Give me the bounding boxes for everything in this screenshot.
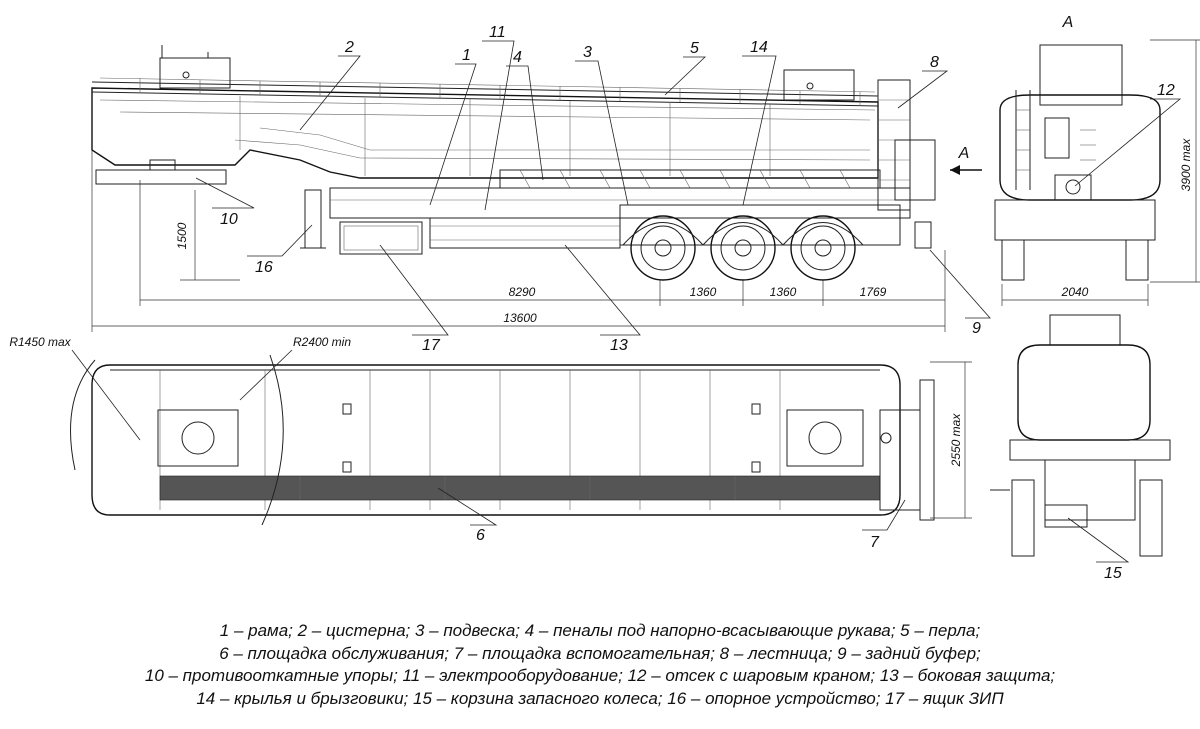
dim-1500: 1500 [175, 222, 189, 249]
callouts: 1 2 3 4 5 6 7 8 9 10 11 12 13 [195, 24, 1182, 582]
callout-12: 12 [1157, 82, 1175, 99]
top-view: 2550 max R1450 max R2400 min [9, 335, 972, 526]
dim-r2400: R2400 min [293, 335, 351, 349]
callout-10: 10 [220, 211, 238, 228]
callout-3: 3 [583, 44, 592, 61]
dim-1360-b: 1360 [770, 285, 797, 299]
legend-line-1: 1 – рама; 2 – цистерна; 3 – подвеска; 4 … [219, 621, 981, 640]
wheel-1 [630, 215, 696, 281]
callout-11: 11 [489, 24, 506, 41]
callout-13: 13 [610, 337, 628, 354]
legend-line-4: 14 – крылья и брызговики; 15 – корзина з… [196, 688, 1004, 708]
side-dimensions: 8290 1360 1360 1769 13600 1500 [91, 150, 946, 332]
callout-17: 17 [422, 337, 441, 354]
dim-13600: 13600 [503, 311, 537, 325]
wheel-2 [710, 215, 776, 281]
callout-9: 9 [972, 320, 981, 337]
service-platform-mesh [159, 475, 881, 501]
dim-8290: 8290 [509, 285, 536, 299]
legend-line-3: 10 – противооткатные упоры; 11 – электро… [144, 666, 1056, 685]
rear-view: 3900 max 2040 [994, 39, 1200, 306]
legend-line-2: 6 – площадка обслуживания; 7 – площадка … [219, 643, 981, 663]
dim-r1450: R1450 max [9, 335, 71, 349]
technical-drawing: 8290 1360 1360 1769 13600 1500 3900 max … [9, 14, 1200, 582]
callout-1: 1 [462, 47, 471, 64]
side-view [91, 45, 936, 281]
view-a [990, 314, 1171, 557]
callout-6: 6 [476, 527, 485, 544]
callout-14: 14 [750, 39, 768, 56]
view-arrow-a: A [958, 145, 970, 162]
callout-4: 4 [513, 49, 522, 66]
callout-2: 2 [344, 39, 354, 56]
dim-2550: 2550 max [949, 413, 963, 468]
legend: 1 – рама; 2 – цистерна; 3 – подвеска; 4 … [0, 620, 1200, 710]
dim-3900: 3900 max [1179, 138, 1193, 192]
callout-7: 7 [870, 534, 880, 551]
dim-2040: 2040 [1061, 285, 1089, 299]
dim-1360-a: 1360 [690, 285, 717, 299]
callout-5: 5 [690, 40, 699, 57]
callout-16: 16 [255, 259, 273, 276]
callout-15: 15 [1104, 565, 1122, 582]
dim-1769: 1769 [860, 285, 887, 299]
wheel-3 [790, 215, 856, 281]
callout-8: 8 [930, 54, 939, 71]
view-label-a: A [1062, 14, 1074, 31]
